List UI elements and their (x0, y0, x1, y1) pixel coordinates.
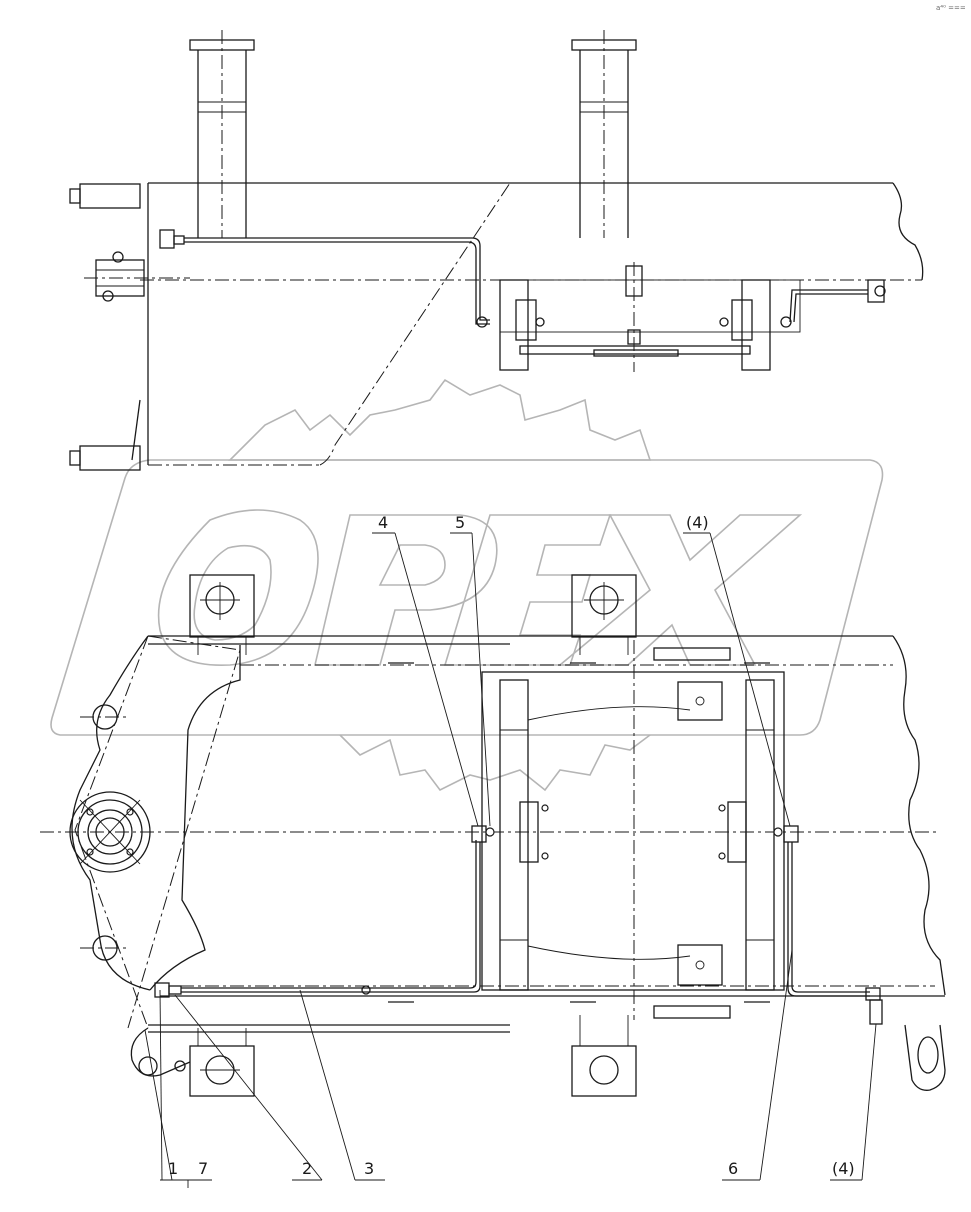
top-view (69, 30, 924, 471)
callout-labels: 4 5 (4) 1 7 2 3 6 (4) (168, 513, 855, 1178)
corner-mark: a⁴⁰ === (936, 4, 966, 12)
callout-5: 5 (455, 513, 465, 532)
upper-cylinder (69, 183, 141, 209)
opex-watermark (50, 378, 884, 792)
callout-6: 6 (728, 1159, 738, 1178)
callout-2: 2 (302, 1159, 312, 1178)
callout-1: 1 (168, 1159, 178, 1178)
main-view: 4 5 (4) 1 7 2 3 6 (4) (40, 513, 946, 1188)
callout-4-paren-bottom: (4) (832, 1159, 855, 1178)
callout-3: 3 (364, 1159, 374, 1178)
main-frame (71, 635, 946, 1033)
gear-lower-teeth (339, 734, 651, 792)
right-hook (904, 1024, 946, 1091)
top-right-block (571, 574, 637, 655)
bottom-left-block (189, 1028, 255, 1097)
gear-outline (228, 378, 652, 461)
callout-7: 7 (198, 1159, 208, 1178)
leader-lines (144, 532, 877, 1188)
bottom-right-block (571, 1015, 637, 1097)
top-hose (159, 229, 886, 325)
watermark-letter-p (313, 514, 498, 666)
callout-4: 4 (378, 513, 388, 532)
right-guide-post (571, 30, 637, 238)
top-housing (131, 182, 924, 466)
direction-arrows (388, 662, 770, 1003)
callout-4-paren-top: (4) (686, 513, 709, 532)
hinge-bracket (84, 251, 190, 302)
top-carriage (476, 262, 801, 372)
main-hose (154, 825, 883, 1025)
inner-carriage (481, 640, 785, 1020)
watermark-panel (50, 459, 884, 736)
top-left-block (189, 574, 255, 655)
watermark-letter-e (443, 514, 612, 666)
lower-cylinder (69, 445, 141, 471)
watermark-letter-o (157, 509, 319, 666)
left-guide-post (189, 30, 255, 238)
watermark-letter-x (557, 514, 803, 666)
